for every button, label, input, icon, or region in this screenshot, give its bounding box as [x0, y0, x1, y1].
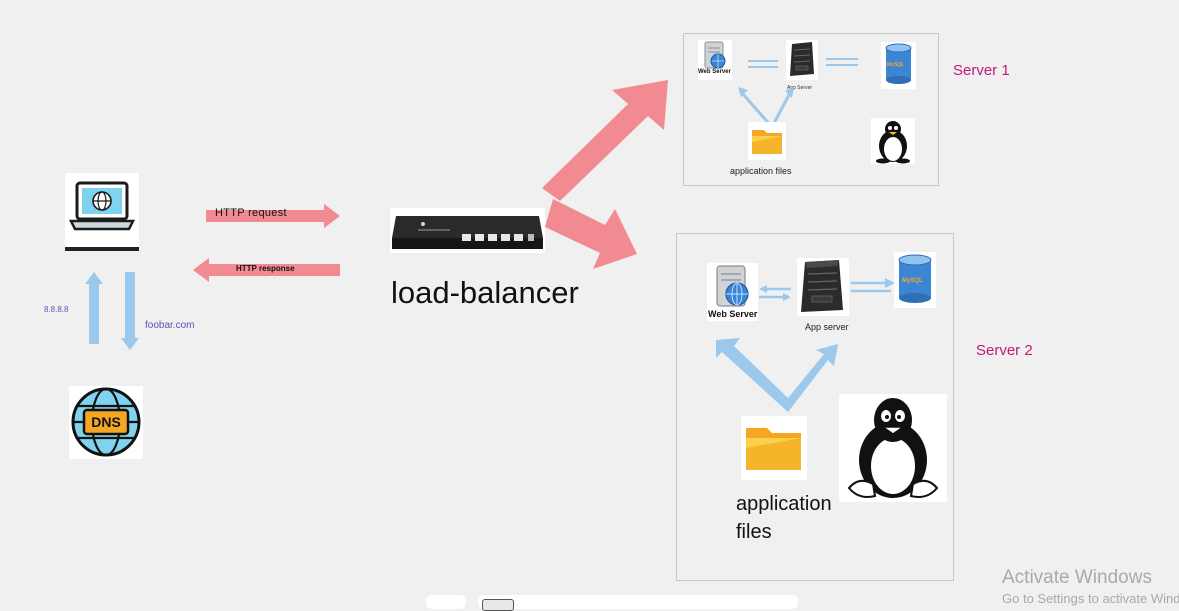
server1-app-server-icon [786, 40, 818, 80]
http-request-label: HTTP request [215, 207, 287, 219]
taskbar-button[interactable] [426, 595, 466, 609]
load-balancer-device-icon [390, 208, 545, 253]
http-request-arrow [206, 204, 340, 228]
dns-ip-label: 8.8.8.8 [44, 305, 69, 314]
dns-up-arrow [85, 272, 103, 344]
server1-db-logo-text: MySQL [887, 62, 905, 68]
activate-windows-subtitle: Go to Settings to activate Windows. [1002, 591, 1179, 606]
server2-title: Server 2 [976, 342, 1033, 359]
http-response-label: HTTP response [236, 264, 295, 273]
server1-web-server-icon [698, 40, 732, 80]
server2-web-server-icon [707, 263, 758, 321]
http-response-arrow [193, 258, 340, 282]
taskbar-search-box[interactable] [478, 595, 798, 611]
taskbar-search-icon [482, 599, 514, 611]
lb-to-server1-arrow [542, 80, 668, 201]
server2-app-server-label: App server [805, 322, 849, 332]
server1-app-files-label: application files [730, 166, 792, 176]
server2-linux-penguin-icon [839, 394, 947, 502]
server1-linux-penguin-icon [871, 118, 915, 164]
server2-web-server-label: Web Server [708, 309, 758, 319]
server1-web-server-label: Web Server [698, 69, 731, 75]
server2-app-files-label-line1: application [736, 493, 832, 515]
server1-web-app-link [748, 60, 778, 68]
lb-to-server2-arrow [545, 199, 637, 269]
server2-files-arrows [716, 338, 838, 412]
server2-database-icon: MySQL [894, 252, 936, 308]
server2-app-db-link [851, 278, 895, 293]
server2-app-server-icon [797, 258, 849, 316]
server1-app-db-link [826, 58, 858, 66]
server1-title: Server 1 [953, 62, 1010, 79]
load-balancer-label: load-balancer [391, 275, 579, 310]
server2-app-files-label-line2: files [736, 521, 772, 543]
server1-folder-icon [748, 122, 786, 160]
server2-folder-icon [741, 416, 807, 480]
server1-app-server-label: App Server [787, 85, 813, 91]
dns-query-label: foobar.com [145, 320, 195, 331]
laptop-icon [65, 173, 139, 251]
dns-icon-text: DNS [91, 414, 121, 430]
server1-box [683, 33, 939, 186]
server2-box [676, 233, 954, 581]
server2-db-logo-text: MySQL [902, 278, 923, 284]
server1-database-icon: MySQL [881, 42, 916, 89]
dns-down-arrow [121, 272, 139, 350]
server2-web-app-link [759, 285, 791, 301]
dns-globe-icon: DNS [69, 386, 143, 459]
activate-windows-title: Activate Windows [1002, 567, 1152, 588]
